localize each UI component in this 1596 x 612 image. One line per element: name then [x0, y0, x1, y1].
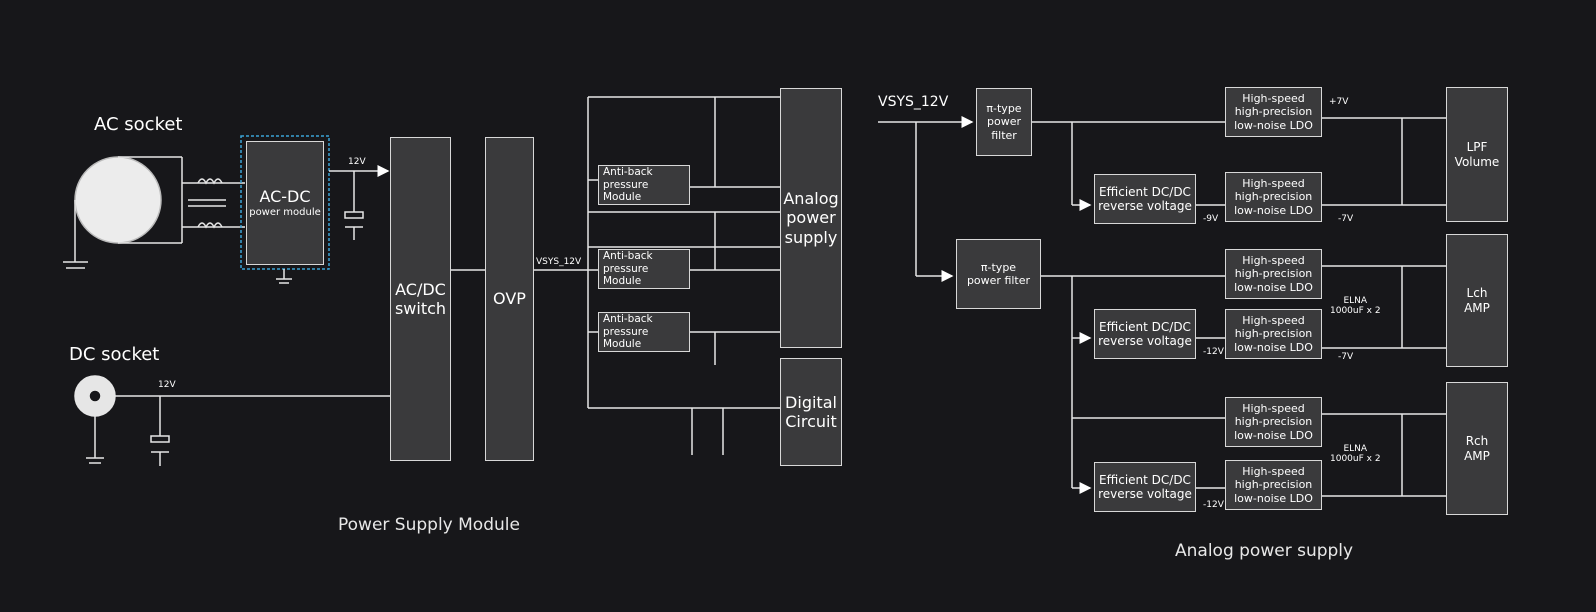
- vsys-right-label: VSYS_12V: [878, 94, 949, 110]
- ldo-4-label: High-speed high-precision low-noise LDO: [1234, 314, 1313, 354]
- analog-supply-label: Analog power supply: [783, 189, 839, 247]
- ldo-2: High-speed high-precision low-noise LDO: [1225, 172, 1322, 222]
- ac-dc-module: AC-DC power module: [246, 141, 324, 265]
- ac-dc-sub: power module: [249, 206, 321, 218]
- dcdc-3: Efficient DC/DC reverse voltage: [1094, 462, 1196, 512]
- digital-circuit-block: Digital Circuit: [780, 358, 842, 466]
- v-minus7-b: -7V: [1338, 352, 1354, 362]
- ldo-1-label: High-speed high-precision low-noise LDO: [1234, 92, 1313, 132]
- analog-power-supply-caption: Analog power supply: [1175, 541, 1354, 561]
- lch-amp-block: Lch AMP: [1446, 234, 1508, 367]
- v-minus12-a: -12V: [1203, 347, 1224, 357]
- dcdc-1: Efficient DC/DC reverse voltage: [1094, 174, 1196, 224]
- vsys-left-label: VSYS_12V: [536, 257, 582, 267]
- elna-1: ELNA 1000uF x 2: [1330, 296, 1381, 316]
- power-supply-module-caption: Power Supply Module: [338, 515, 520, 535]
- ldo-3-label: High-speed high-precision low-noise LDO: [1234, 254, 1313, 294]
- ldo-6-label: High-speed high-precision low-noise LDO: [1234, 465, 1313, 505]
- voltage-12v-bottom: 12V: [158, 380, 176, 390]
- ldo-5-label: High-speed high-precision low-noise LDO: [1234, 402, 1313, 442]
- v-minus7-a: -7V: [1338, 214, 1354, 224]
- v-minus12-b: -12V: [1203, 500, 1224, 510]
- ldo-3: High-speed high-precision low-noise LDO: [1225, 249, 1322, 299]
- rch-label: Rch AMP: [1464, 434, 1490, 463]
- dc-socket-label: DC socket: [69, 344, 160, 365]
- rch-amp-block: Rch AMP: [1446, 382, 1508, 515]
- dcdc-3-label: Efficient DC/DC reverse voltage: [1098, 472, 1192, 501]
- ac-socket-label: AC socket: [94, 114, 183, 135]
- switch-label: AC/DC switch: [394, 279, 447, 318]
- anti-back-module-2: Anti-back pressure Module: [598, 249, 690, 289]
- lpf-label: LPF Volume: [1454, 140, 1500, 169]
- anti-back-module-3: Anti-back pressure Module: [598, 312, 690, 352]
- anti-back-module-1: Anti-back pressure Module: [598, 165, 690, 205]
- dcdc-2-label: Efficient DC/DC reverse voltage: [1098, 319, 1192, 348]
- pi-filter-1-label: π-type power filter: [986, 102, 1022, 142]
- anti-back-label-2: Anti-back pressure Module: [603, 250, 653, 288]
- ldo-1: High-speed high-precision low-noise LDO: [1225, 87, 1322, 137]
- ac-dc-title: AC-DC: [259, 187, 311, 207]
- v-plus7: +7V: [1329, 97, 1349, 107]
- anti-back-label-1: Anti-back pressure Module: [603, 166, 653, 204]
- lpf-volume-block: LPF Volume: [1446, 87, 1508, 222]
- dcdc-1-label: Efficient DC/DC reverse voltage: [1098, 184, 1192, 213]
- pi-filter-1: π-type power filter: [976, 88, 1032, 156]
- ovp-block: OVP: [485, 137, 534, 461]
- ldo-6: High-speed high-precision low-noise LDO: [1225, 460, 1322, 510]
- ldo-2-label: High-speed high-precision low-noise LDO: [1234, 177, 1313, 217]
- elna-2: ELNA 1000uF x 2: [1330, 444, 1381, 464]
- digital-label: Digital Circuit: [785, 392, 837, 431]
- pi-filter-2: π-type power filter: [956, 239, 1041, 309]
- pi-filter-2-label: π-type power filter: [966, 260, 1031, 287]
- ac-dc-switch-block: AC/DC switch: [390, 137, 451, 461]
- ldo-4: High-speed high-precision low-noise LDO: [1225, 309, 1322, 359]
- anti-back-label-3: Anti-back pressure Module: [603, 313, 653, 351]
- lch-label: Lch AMP: [1464, 286, 1490, 315]
- ldo-5: High-speed high-precision low-noise LDO: [1225, 397, 1322, 447]
- analog-power-supply-block: Analog power supply: [780, 88, 842, 348]
- dcdc-2: Efficient DC/DC reverse voltage: [1094, 309, 1196, 359]
- voltage-12v-top: 12V: [348, 157, 366, 167]
- v-minus9: -9V: [1203, 214, 1219, 224]
- ovp-label: OVP: [493, 289, 526, 309]
